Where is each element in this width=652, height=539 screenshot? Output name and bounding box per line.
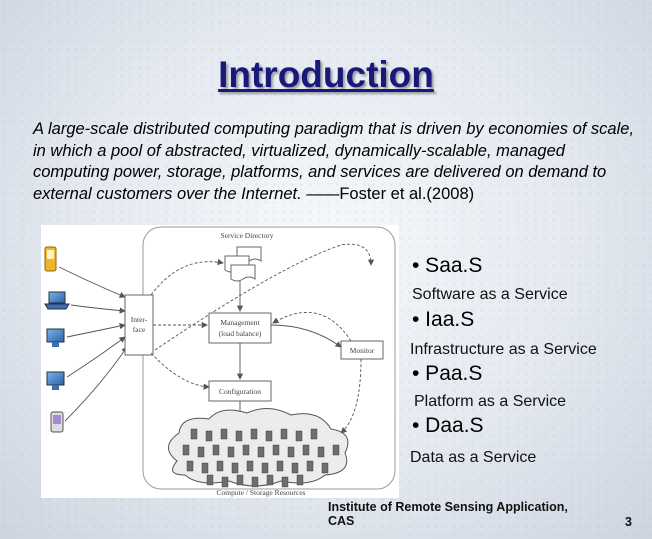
bullet-iaas: • Iaa.S <box>412 308 475 331</box>
server-icon <box>182 444 190 456</box>
server-icon <box>257 446 265 458</box>
server-icon <box>302 444 310 456</box>
server-icon <box>265 430 273 442</box>
quote-attribution: ——Foster et al.(2008) <box>306 184 475 203</box>
definition-quote: A large-scale distributed computing para… <box>33 119 643 205</box>
server-icon <box>236 474 244 486</box>
server-icon <box>216 460 224 472</box>
server-icon <box>276 460 284 472</box>
server-icon <box>317 446 325 458</box>
slide-title: Introduction <box>218 54 434 95</box>
page-number: 3 <box>625 515 632 529</box>
server-icon <box>235 430 243 442</box>
server-icon <box>261 462 269 474</box>
server-icon <box>231 462 239 474</box>
server-icon <box>221 476 229 488</box>
monitor-flows <box>272 311 362 434</box>
server-icon <box>206 474 214 486</box>
client-phone-icon <box>44 246 57 272</box>
server-icon <box>190 428 198 440</box>
client-laptop-icon <box>44 291 70 310</box>
server-icon <box>310 428 318 440</box>
monitor-label: Monitor <box>350 346 375 355</box>
server-icon <box>332 444 340 456</box>
interface-label-1: Inter- <box>131 315 148 324</box>
server-icon <box>251 476 259 488</box>
server-icon <box>296 474 304 486</box>
configuration-label: Configuration <box>219 387 261 396</box>
interface-label-2: face <box>133 325 146 334</box>
server-icon <box>291 462 299 474</box>
server-icons <box>182 428 340 488</box>
resources-label: Compute / Storage Resources <box>217 488 306 497</box>
bullet-daas: • Daa.S <box>412 414 484 437</box>
management-label-2: (load balance) <box>219 329 262 338</box>
server-icon <box>242 444 250 456</box>
interface-box <box>124 294 154 356</box>
server-icon <box>306 460 314 472</box>
diagram-svg: Inter- face Service Directory Management… <box>44 226 396 497</box>
footer-institute: Institute of Remote Sensing Application,… <box>328 500 568 528</box>
bullet-iaas-desc: Infrastructure as a Service <box>410 341 597 358</box>
bullet-saas-desc: Software as a Service <box>412 286 568 303</box>
server-icon <box>321 462 329 474</box>
quote-text: A large-scale distributed computing para… <box>33 120 635 203</box>
server-icon <box>280 428 288 440</box>
service-directory-label: Service Directory <box>220 231 273 240</box>
bullet-paas-desc: Platform as a Service <box>414 393 567 410</box>
client-pda-icon <box>50 411 64 433</box>
server-icon <box>281 476 289 488</box>
management-box <box>208 312 272 344</box>
monitor-box <box>340 340 384 360</box>
server-icon <box>220 428 228 440</box>
server-icon <box>197 446 205 458</box>
server-icon <box>295 430 303 442</box>
server-icon <box>227 446 235 458</box>
server-icon <box>266 474 274 486</box>
server-icon <box>186 460 194 472</box>
server-icon <box>287 446 295 458</box>
cloud-architecture-diagram: Inter- face Service Directory Management… <box>41 225 399 498</box>
client-workstation-icon <box>46 371 65 390</box>
server-icon <box>201 462 209 474</box>
bullet-saas: • Saa.S <box>412 254 483 277</box>
server-icon <box>272 444 280 456</box>
server-icon <box>205 430 213 442</box>
bullet-daas-desc: Data as a Service <box>410 449 537 466</box>
client-desktop-icon <box>46 328 65 347</box>
bullet-paas: • Paa.S <box>412 362 483 385</box>
client-connections <box>58 266 128 422</box>
server-icon <box>250 428 258 440</box>
management-label-1: Management <box>220 318 260 327</box>
server-icon <box>246 460 254 472</box>
server-icon <box>212 444 220 456</box>
service-directory-docs <box>224 246 262 282</box>
